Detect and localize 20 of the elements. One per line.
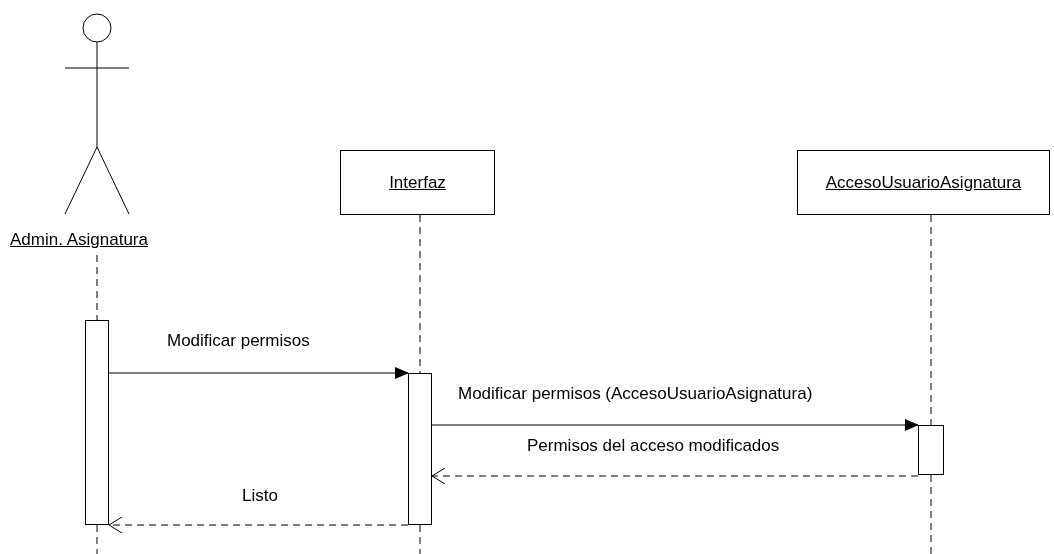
object-name: Interfaz bbox=[389, 172, 446, 193]
message-arrow bbox=[108, 367, 409, 379]
message-arrow bbox=[431, 419, 919, 431]
message-label: Modificar permisos bbox=[165, 331, 312, 351]
lifeline bbox=[419, 214, 421, 374]
lifeline bbox=[930, 474, 932, 554]
lifeline bbox=[930, 214, 932, 426]
message-label: Modificar permisos (AccesoUsuarioAsignatura) bbox=[456, 384, 815, 404]
message-arrow bbox=[108, 516, 409, 534]
lifeline bbox=[96, 254, 98, 321]
actor-name: Admin. Asignatura bbox=[10, 230, 148, 250]
activation-bar bbox=[85, 320, 109, 525]
message-arrow bbox=[431, 467, 919, 485]
object-box bbox=[797, 150, 1050, 215]
activation-bar bbox=[408, 373, 432, 525]
lifeline bbox=[419, 524, 421, 554]
object-box bbox=[340, 150, 495, 215]
activation-bar bbox=[918, 425, 944, 475]
object-name: AccesoUsuarioAsignatura bbox=[825, 172, 1022, 193]
lifeline bbox=[96, 524, 98, 554]
